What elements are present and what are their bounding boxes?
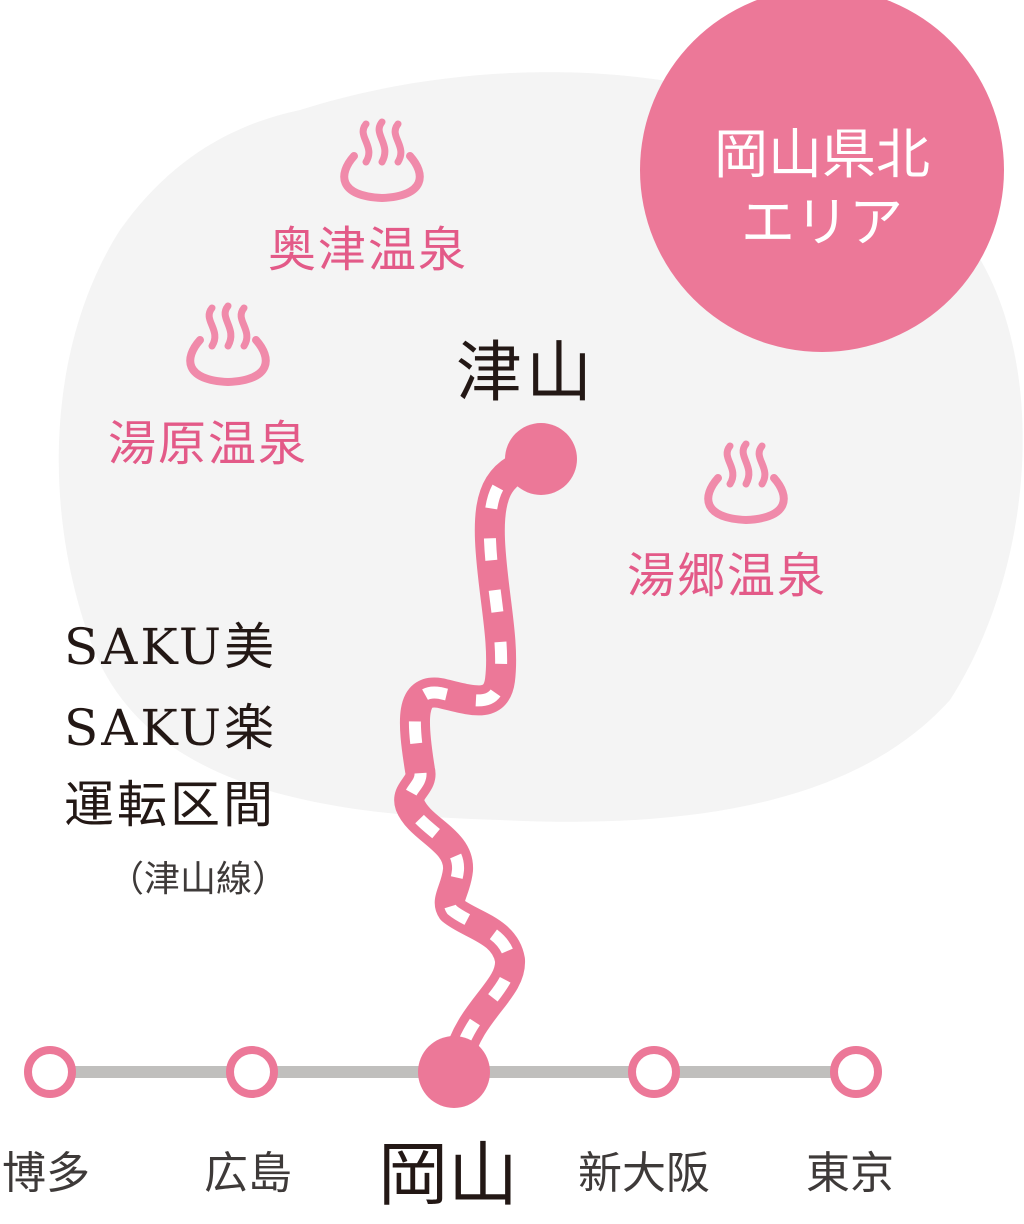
onsen-label-okutsu: 奥津温泉 [268,222,469,278]
route-label-line1: SAKU美 [64,618,278,676]
station-label-shin-osaka: 新大阪 [578,1148,710,1199]
area-badge-subtitle: エリア [741,191,903,254]
station-marker-okayama [418,1036,490,1108]
hot-spring-icon [340,118,424,203]
hot-spring-icon [186,302,270,387]
tsuyama-station-dot [505,423,577,495]
onsen-label-yubara: 湯原温泉 [108,416,309,472]
station-label-tokyo: 東京 [806,1148,894,1199]
area-badge-title: 岡山県北 [714,123,930,186]
area-badge-circle [640,0,1004,352]
tsuyama-line-route [394,445,555,1075]
station-label-hakata: 博多 [2,1148,90,1199]
station-marker-hakata [24,1046,76,1098]
hot-spring-icon [704,440,788,525]
onsen-label-yunogo: 湯郷温泉 [627,548,828,604]
route-label-line2: SAKU楽 [64,699,278,757]
station-marker-shin-osaka [628,1046,680,1098]
terminus-label-tsuyama: 津山 [456,334,596,411]
route-label-line-name: （津山線） [108,859,289,900]
route-label-line3: 運転区間 [64,776,276,834]
station-marker-tokyo [830,1046,882,1098]
station-label-hiroshima: 広島 [204,1148,292,1199]
station-label-okayama: 岡山 [378,1134,518,1216]
station-marker-hiroshima [226,1046,278,1098]
